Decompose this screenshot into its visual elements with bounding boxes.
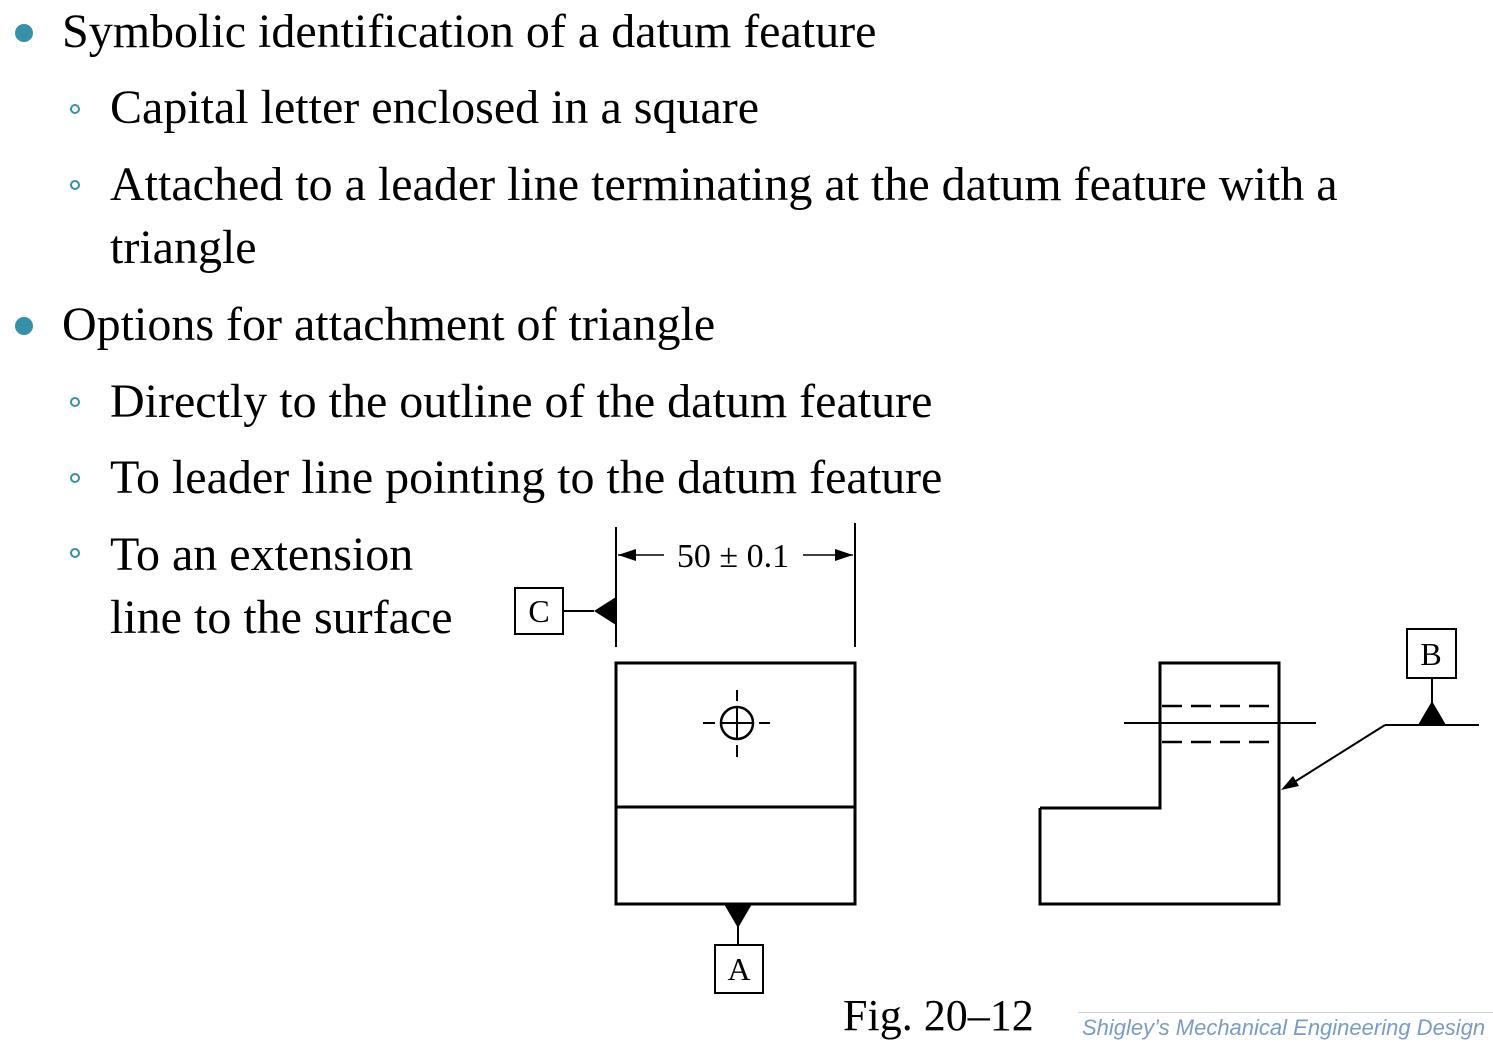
sub-bullet-marker-2-3 bbox=[70, 548, 80, 558]
left-part-outline bbox=[614, 661, 857, 906]
datum-a-triangle-icon bbox=[724, 904, 752, 928]
bullet-2-text: Options for attachment of triangle bbox=[62, 298, 716, 351]
datum-c-triangle-icon bbox=[594, 597, 616, 625]
dimension-text: 50 ± 0.1 bbox=[677, 538, 789, 575]
right-part-outline bbox=[1038, 661, 1281, 906]
sub-bullet-1-2-text: Attached to a leader line terminating at… bbox=[110, 158, 1338, 211]
sub-bullet-1-2-continuation: triangle bbox=[110, 221, 257, 274]
leader-arrow-icon bbox=[1281, 776, 1299, 790]
sub-bullet-marker-2-2 bbox=[70, 473, 80, 483]
footer-credit: Shigley’s Mechanical Engineering Design bbox=[1082, 1015, 1486, 1040]
bullet-1-text: Symbolic identification of a datum featu… bbox=[62, 5, 877, 58]
datum-letter-a: A bbox=[727, 951, 750, 987]
position-crosshair-icon bbox=[703, 690, 770, 757]
sub-bullet-marker-1-2 bbox=[70, 180, 80, 190]
sub-bullet-2-1-text: Directly to the outline of the datum fea… bbox=[110, 375, 933, 428]
datum-b-leader bbox=[1287, 724, 1386, 787]
datum-letter-c: C bbox=[528, 593, 549, 629]
sub-bullet-2-3-continuation: line to the surface bbox=[110, 591, 453, 644]
sub-bullet-marker-2-1 bbox=[70, 397, 80, 407]
sub-bullet-2-2-text: To leader line pointing to the datum fea… bbox=[110, 451, 943, 504]
sub-bullet-2-3-text: To an extension bbox=[110, 528, 414, 581]
footer-divider bbox=[1078, 1012, 1493, 1013]
sub-bullet-marker-1-1 bbox=[70, 104, 80, 114]
datum-box-a bbox=[714, 944, 764, 994]
figure-caption: Fig. 20–12 bbox=[843, 991, 1034, 1040]
bullet-marker-2 bbox=[15, 317, 33, 335]
dimension-arrow-left-icon bbox=[618, 549, 636, 561]
datum-b-triangle-icon bbox=[1418, 701, 1446, 725]
datum-box-b bbox=[1406, 628, 1457, 679]
datum-letter-b: B bbox=[1420, 636, 1441, 672]
bullet-marker-1 bbox=[15, 24, 33, 42]
hidden-hole-lines bbox=[1162, 704, 1277, 744]
dimension-arrow-right-icon bbox=[835, 549, 853, 561]
sub-bullet-1-1-text: Capital letter enclosed in a square bbox=[110, 81, 760, 134]
